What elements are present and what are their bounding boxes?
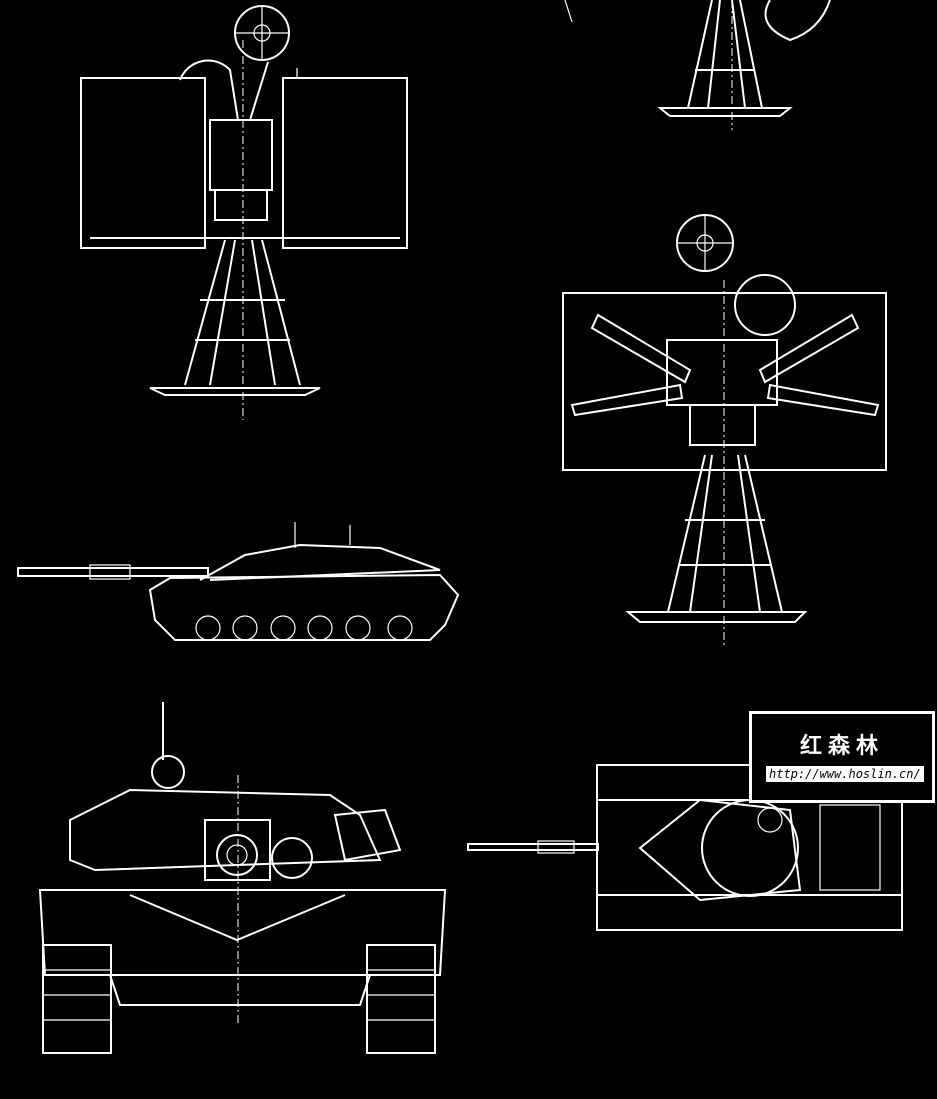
target-stand-partial xyxy=(564,0,831,130)
watermark-url: http://www.hoslin.cn/ xyxy=(766,766,924,782)
watermark: 红森林 http://www.hoslin.cn/ xyxy=(749,711,935,803)
watermark-title: 红森林 xyxy=(799,734,884,759)
tank-front-view xyxy=(38,702,447,1054)
target-stand-front xyxy=(80,5,408,420)
tank-side-view xyxy=(17,522,460,641)
target-stand-arms xyxy=(562,214,887,648)
